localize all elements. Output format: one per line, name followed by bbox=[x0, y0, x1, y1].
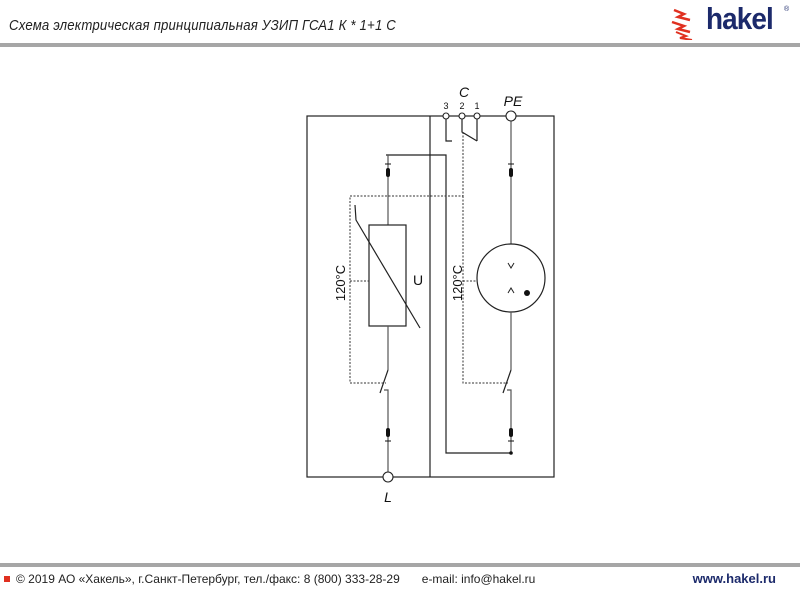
terminal-3 bbox=[442, 112, 450, 120]
registered-mark: ® bbox=[784, 6, 790, 13]
terminal-1-label: 1 bbox=[474, 101, 479, 111]
header-divider bbox=[0, 43, 800, 47]
footer-divider bbox=[0, 563, 800, 567]
terminal-group-label: C bbox=[459, 84, 470, 100]
website-link[interactable]: www.hakel.ru bbox=[692, 571, 776, 586]
thermal-links bbox=[349, 132, 508, 384]
terminal-2 bbox=[458, 112, 466, 120]
varistor-label: U bbox=[413, 272, 423, 288]
logo-text: hakel bbox=[706, 1, 774, 36]
hakel-logo: hakel ® bbox=[670, 1, 795, 41]
footer: © 2019 АО «Хакель», г.Санкт-Петербург, т… bbox=[4, 572, 535, 586]
email-link[interactable]: e-mail: info@hakel.ru bbox=[421, 572, 536, 586]
varistor bbox=[368, 224, 407, 327]
terminal-pe bbox=[505, 110, 517, 122]
terminal-2-label: 2 bbox=[459, 101, 464, 111]
bullet-icon bbox=[4, 576, 10, 582]
copyright: © 2019 АО «Хакель», г.Санкт-Петербург, т… bbox=[16, 572, 400, 586]
temp-label-left: 120°C bbox=[333, 265, 348, 301]
temp-label-right: 120°C bbox=[450, 265, 465, 301]
l-label: L bbox=[384, 489, 392, 505]
varistor-diagonal bbox=[354, 204, 421, 329]
terminal-1 bbox=[473, 112, 481, 120]
wire-link bbox=[386, 154, 511, 454]
lightning-icon bbox=[671, 8, 693, 41]
pe-label: PE bbox=[504, 93, 523, 109]
gdt-dot bbox=[524, 290, 530, 296]
contact-3 bbox=[445, 116, 452, 142]
thermal-switch-left bbox=[379, 369, 389, 394]
page-title: Схема электрическая принципиальная УЗИП … bbox=[9, 17, 397, 34]
terminal-l bbox=[382, 471, 394, 483]
terminal-3-label: 3 bbox=[443, 101, 448, 111]
thermal-switch-right bbox=[502, 369, 512, 394]
fuse-marks bbox=[385, 163, 514, 442]
gas-discharge-tube bbox=[476, 243, 546, 313]
contact-2 bbox=[461, 116, 478, 142]
